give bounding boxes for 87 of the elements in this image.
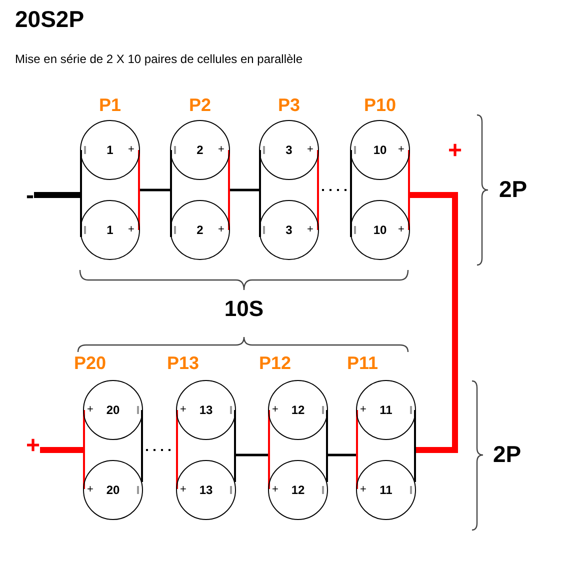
polarity-sign: + [307,224,314,236]
polarity-sign: + [87,404,94,416]
battery-cell [268,460,328,520]
battery-cell [356,380,416,440]
cell-number: 12 [291,484,305,496]
battery-cell [259,200,319,260]
wire [234,410,236,482]
cell-number: 10 [373,224,387,236]
wire [228,150,230,230]
battery-cell [83,460,143,520]
cell-number: 3 [286,224,292,236]
wire [236,454,268,456]
polarity-sign: + [398,144,404,156]
cell-number: 20 [106,404,120,416]
wire [356,410,358,489]
bracket-label: 2P [493,443,522,466]
battery-cell [350,200,410,260]
wire [326,410,328,482]
battery-cell [83,380,143,440]
battery-cell [80,120,140,180]
polarity-sign: + [448,139,462,163]
cell-number: 20 [106,484,120,496]
group-label: P11 [347,354,378,372]
polarity-sign: + [272,484,278,496]
wire [40,447,83,453]
polarity-sign: + [26,434,40,458]
bracket-label: 2P [499,178,528,201]
polarity-sign: + [128,144,134,156]
polarity-sign: + [398,224,404,236]
group-label: P10 [364,96,396,114]
cell-number: 12 [291,404,305,416]
wire [410,192,458,453]
polarity-sign: + [180,404,186,416]
polarity-sign: - [26,184,34,208]
wire [83,410,85,489]
bracket-label: 10S [224,298,264,320]
cell-number: 11 [380,404,392,416]
wire [268,410,270,489]
group-label: P3 [278,96,300,114]
cell-number: 2 [196,224,204,236]
wire [140,188,170,192]
wire [414,410,416,482]
battery-cell [356,460,416,520]
group-label: P1 [98,96,122,114]
subtitle-text: Mise en série de 2 X 10 paires de cellules en parallèle [15,53,303,65]
polarity-sign: + [128,224,134,236]
wire [328,454,356,456]
battery-cell [170,200,230,260]
battery-cell [80,200,140,260]
wire [80,150,82,237]
wire [350,150,352,237]
battery-cell [176,460,236,520]
cell-number: 10 [373,144,387,156]
cell-number: 2 [196,144,204,156]
wire [34,192,80,198]
polarity-sign: + [180,484,186,496]
wire [141,410,143,482]
battery-cell [268,380,328,440]
polarity-sign: + [87,484,94,496]
battery-cell [259,120,319,180]
polarity-sign: + [272,404,278,416]
cell-number: 1 [106,224,114,236]
wire [317,150,319,230]
cell-number: 13 [199,484,213,496]
wire [230,188,259,192]
polarity-sign: + [307,144,314,156]
wire [170,150,172,237]
cell-number: 3 [286,144,292,156]
wire [259,150,261,237]
wire [138,150,140,230]
cell-number: 1 [106,144,114,156]
cell-number: 11 [380,484,392,496]
polarity-sign: + [360,484,366,496]
group-label: P20 [74,354,106,372]
group-label: P12 [259,354,292,372]
polarity-sign: + [360,404,366,416]
battery-cell [170,120,230,180]
battery-cell [176,380,236,440]
diagram-title: 20S2P [15,8,84,31]
wire [408,150,410,230]
polarity-sign: + [218,224,224,236]
group-label: P2 [188,96,212,114]
wire [176,410,178,489]
group-label: P13 [167,354,200,372]
battery-cell [350,120,410,180]
polarity-sign: + [218,144,224,156]
cell-number: 13 [199,404,213,416]
